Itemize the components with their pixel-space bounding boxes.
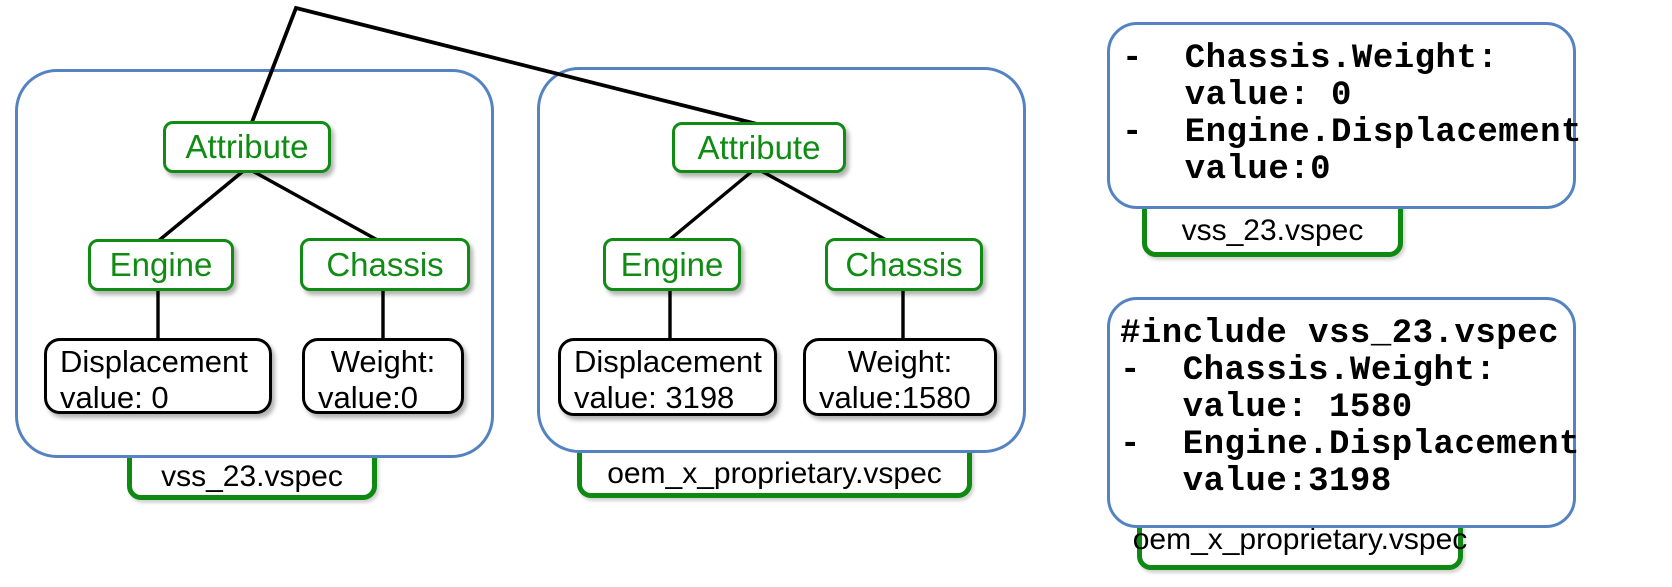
leaf-value: value: 0 — [60, 380, 169, 415]
node-attribute-tree1: Attribute — [163, 121, 331, 173]
code-line: value:0 — [1122, 151, 1332, 189]
leaf-value: value:1580 — [819, 380, 971, 415]
node-label: Chassis — [845, 245, 963, 283]
node-label: Chassis — [326, 245, 444, 283]
code-line: - Engine.Displacement — [1122, 114, 1582, 152]
code-line: value:3198 — [1120, 463, 1392, 501]
leaf-name: Weight: — [330, 344, 436, 379]
node-label: Engine — [109, 246, 213, 283]
code-text-oemx: #include vss_23.vspec - Chassis.Weight: … — [1120, 316, 1580, 501]
leaf-name: Displacement — [60, 344, 248, 379]
leaf-value: value:0 — [318, 380, 418, 415]
node-attribute-tree2: Attribute — [672, 122, 846, 173]
code-line: - Engine.Displacement — [1120, 426, 1580, 464]
code-container-vss23 — [1107, 22, 1576, 209]
file-label-text: oem_x_proprietary.vspec — [1132, 523, 1468, 556]
leaf-displacement-tree2: Displacement value: 3198 — [558, 338, 777, 416]
code-container-oemx — [1107, 297, 1576, 528]
leaf-weight-tree2: Weight: value:1580 — [803, 338, 997, 416]
code-line: #include vss_23.vspec — [1120, 315, 1559, 353]
file-label-text: vss_23.vspec — [1181, 213, 1364, 247]
leaf-weight-tree1: Weight: value:0 — [302, 338, 464, 415]
node-chassis-tree1: Chassis — [300, 238, 470, 291]
node-label: Attribute — [185, 128, 309, 165]
node-engine-tree2: Engine — [603, 238, 741, 291]
node-label: Engine — [620, 245, 724, 283]
node-engine-tree1: Engine — [88, 239, 234, 291]
leaf-displacement-tree1: Displacement value: 0 — [44, 338, 272, 415]
code-line: value: 0 — [1122, 77, 1352, 115]
node-chassis-tree2: Chassis — [825, 238, 983, 291]
code-line: value: 1580 — [1120, 389, 1413, 427]
code-text-vss23: - Chassis.Weight: value: 0 - Engine.Disp… — [1122, 41, 1582, 189]
leaf-name: Displacement — [574, 344, 762, 379]
leaf-name: Weight: — [847, 344, 953, 379]
node-label: Attribute — [697, 128, 821, 166]
file-label-text: oem_x_proprietary.vspec — [607, 457, 942, 490]
code-line: - Chassis.Weight: — [1120, 352, 1497, 390]
code-line: - Chassis.Weight: — [1122, 40, 1499, 78]
leaf-value: value: 3198 — [574, 380, 735, 415]
file-label-text: vss_23.vspec — [161, 460, 343, 493]
